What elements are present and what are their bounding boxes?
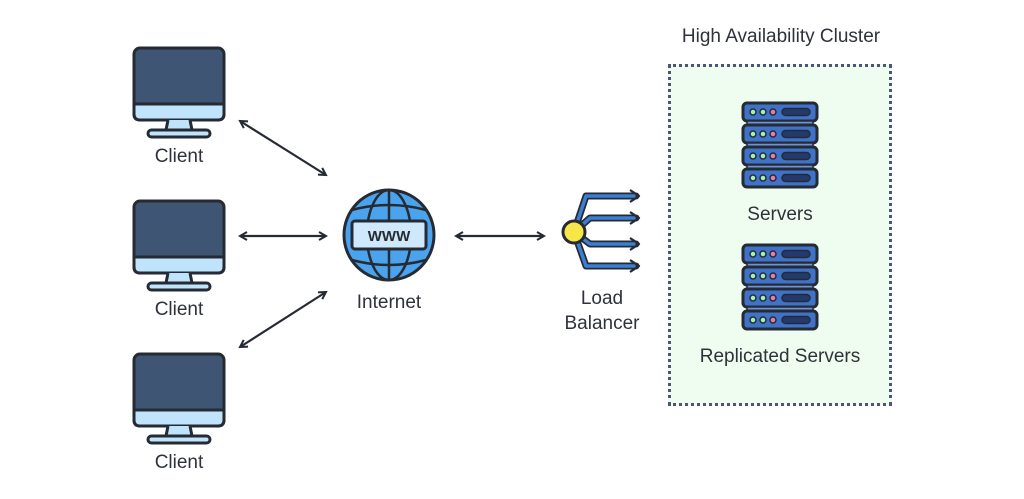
load-balancer-label-line1: Load <box>580 288 624 309</box>
www-badge-text: WWW <box>368 228 411 245</box>
globe-icon <box>342 188 436 282</box>
client-monitor-icon <box>132 199 226 292</box>
replicated-server-stack-icon <box>741 243 819 331</box>
client-monitor-icon <box>132 352 226 445</box>
load-balancer-icon <box>561 189 641 273</box>
client3-internet-arrow <box>240 292 326 347</box>
cluster-title: High Availability Cluster <box>681 26 881 47</box>
client-monitor-icon <box>132 46 226 139</box>
client-label: Client <box>154 452 204 473</box>
server-stack-icon <box>741 101 819 189</box>
client-label: Client <box>154 299 204 320</box>
client1-internet-arrow <box>240 121 326 175</box>
client-label: Client <box>154 146 204 167</box>
replicated-servers-label: Replicated Servers <box>699 346 861 367</box>
internet-label: Internet <box>356 292 422 313</box>
servers-label: Servers <box>747 204 813 225</box>
load-balancer-label-line2: Balancer <box>564 313 640 334</box>
